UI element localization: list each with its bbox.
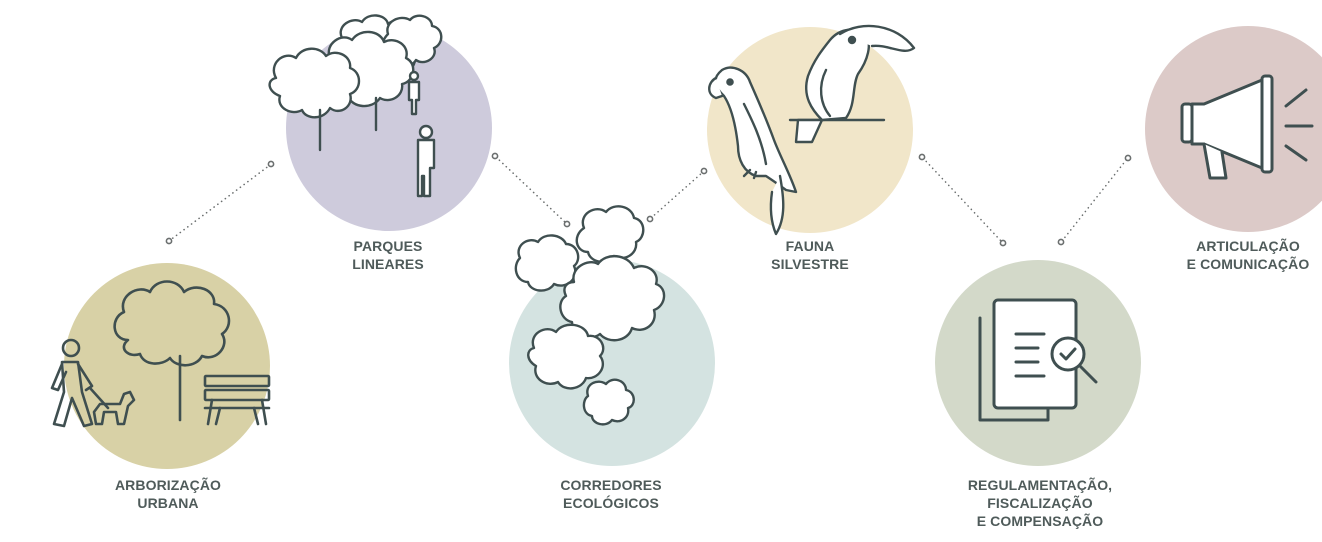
label-articulacao: ARTICULAÇÃO E COMUNICAÇÃO (1128, 237, 1322, 273)
label-corredores: CORREDORES ECOLÓGICOS (491, 476, 731, 512)
label-parques: PARQUES LINEARES (268, 237, 508, 273)
label-fauna: FAUNA SILVESTRE (690, 237, 930, 273)
connector-arborizacao-parques (166, 161, 273, 243)
connector-regulamentacao-articulacao (1058, 155, 1130, 244)
connector-fauna-regulamentacao (919, 154, 1005, 245)
label-regulamentacao: REGULAMENTAÇÃO, FISCALIZAÇÃO E COMPENSAÇ… (910, 476, 1170, 530)
connector-parques-corredores (492, 153, 569, 226)
label-arborizacao: ARBORIZAÇÃO URBANA (48, 476, 288, 512)
circle-arborizacao (64, 263, 270, 469)
connector-corredores-fauna (647, 168, 706, 221)
